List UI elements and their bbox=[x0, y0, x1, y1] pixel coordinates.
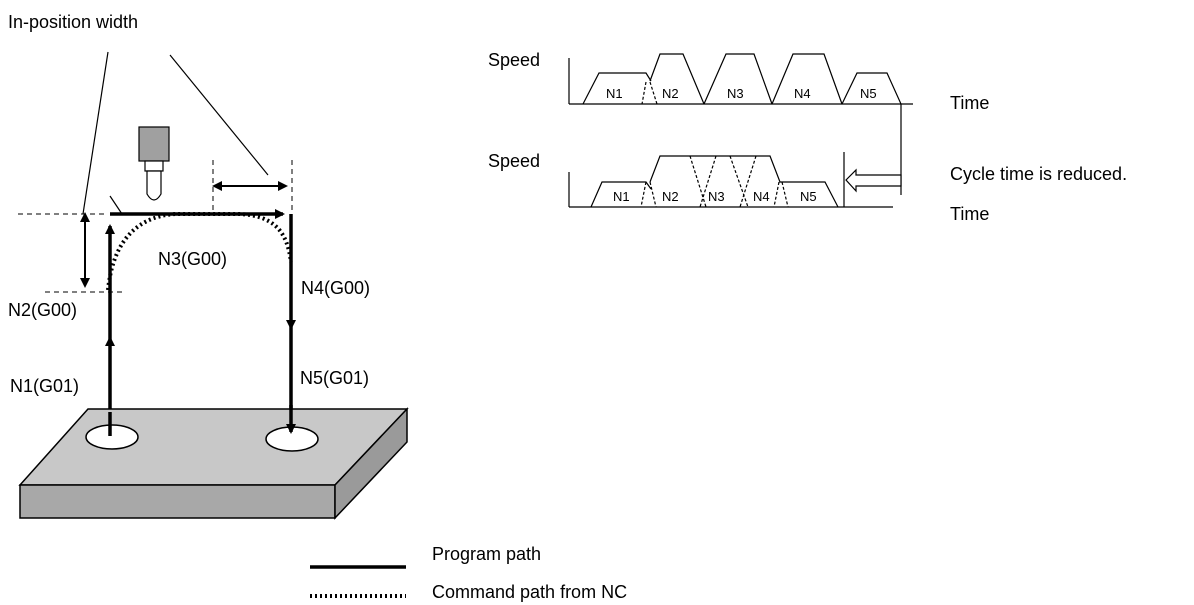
bottom-block-n2: N2 bbox=[662, 189, 679, 204]
n5-label: N5(G01) bbox=[300, 368, 369, 388]
bottom-block-n1: N1 bbox=[613, 189, 630, 204]
tool-icon bbox=[138, 126, 170, 201]
top-block-n2: N2 bbox=[662, 86, 679, 101]
in-position-leader-right bbox=[169, 54, 269, 176]
bottom-block-n4: N4 bbox=[753, 189, 770, 204]
top-block-n4: N4 bbox=[794, 86, 811, 101]
tool-leader bbox=[109, 195, 123, 215]
bottom-block-n5: N5 bbox=[800, 189, 817, 204]
top-speed-profile bbox=[582, 53, 902, 105]
n1-label: N1(G01) bbox=[10, 376, 79, 396]
workpiece bbox=[18, 407, 409, 520]
in-position-leader-left bbox=[82, 51, 109, 215]
legend-command-path: Command path from NC bbox=[432, 582, 627, 602]
n3-label: N3(G00) bbox=[158, 249, 227, 269]
start-hole bbox=[85, 424, 139, 450]
top-block-n5: N5 bbox=[860, 86, 877, 101]
in-position-width-label: In-position width bbox=[8, 12, 138, 32]
reduction-arrow-icon bbox=[845, 168, 902, 193]
bottom-block-n3: N3 bbox=[708, 189, 725, 204]
legend-program-path: Program path bbox=[432, 544, 541, 564]
bottom-speed-profile bbox=[590, 155, 839, 208]
cycle-note: Cycle time is reduced. bbox=[950, 164, 1127, 184]
speed-label-bottom: Speed bbox=[488, 151, 540, 171]
n4-label: N4(G00) bbox=[301, 278, 370, 298]
time-label-top: Time bbox=[950, 93, 989, 113]
top-block-n1: N1 bbox=[606, 86, 623, 101]
time-label-bottom: Time bbox=[950, 204, 989, 224]
top-block-n3: N3 bbox=[727, 86, 744, 101]
speed-label-top: Speed bbox=[488, 50, 540, 70]
n2-label: N2(G00) bbox=[8, 300, 77, 320]
